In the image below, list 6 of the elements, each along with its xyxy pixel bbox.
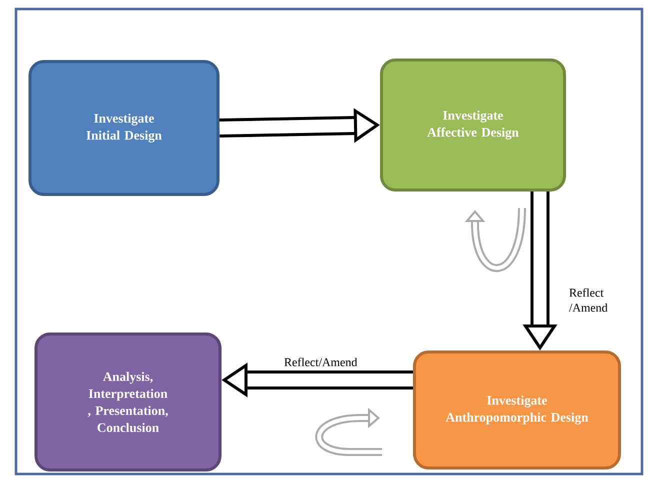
- edge-label: Reflect/Amend: [284, 358, 358, 366]
- process-box: Investigate Anthropomorphic Design: [413, 350, 621, 470]
- edge-label: Reflect /Amend: [569, 288, 608, 312]
- process-box: Analysis, Interpretation , Presentation, Conclusion: [34, 332, 222, 472]
- process-box: Investigate Initial Design: [28, 60, 220, 196]
- process-box: Investigate Affective Design: [380, 58, 566, 192]
